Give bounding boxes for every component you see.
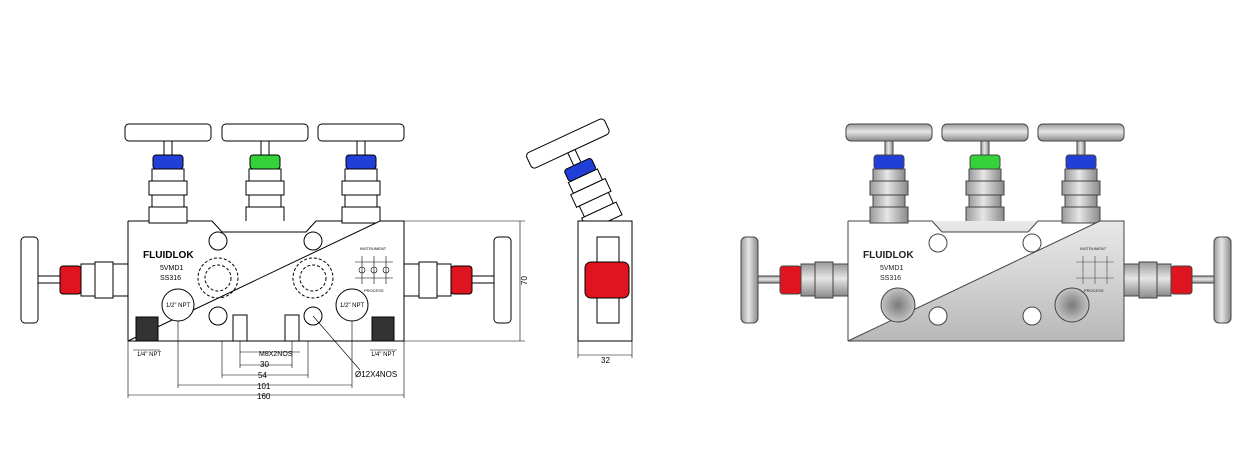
render-port-left — [880, 287, 916, 323]
dim-thread-right: 1/4" NPT — [371, 352, 395, 358]
material-label-front: SS316 — [160, 275, 181, 282]
side-valve-right — [403, 236, 512, 324]
brand-label-render: FLUIDLOK — [863, 250, 914, 261]
port-label-left: 1/2" NPT — [166, 303, 190, 309]
render-schematic-top: INSTRUMENT — [1080, 246, 1107, 251]
dimension-lines — [127, 220, 633, 398]
isolate-cap-center — [249, 154, 281, 170]
dim-160: 160 — [257, 392, 271, 401]
handle-left — [124, 123, 212, 142]
flow-schematic — [355, 256, 393, 284]
render-isolate-cap — [969, 154, 1001, 170]
model-label-front: 5VMD1 — [160, 265, 183, 272]
bonnet-center — [245, 168, 285, 224]
dimension-text: 1/4" NPT 1/4" NPT M8X2NOS 30 54 101 160 … — [137, 276, 610, 401]
bonnet-right — [341, 168, 381, 224]
front-view-text: FLUIDLOK 5VMD1 SS316 1/2" NPT 1/2" NPT I… — [143, 246, 387, 309]
dim-32: 32 — [601, 356, 610, 365]
render-port-right — [1054, 287, 1090, 323]
brand-label-front: FLUIDLOK — [143, 250, 194, 261]
render-vent-cap-left — [873, 154, 905, 170]
side-valve-left — [20, 236, 129, 324]
render-handle-center — [941, 123, 1029, 142]
render-handle-right — [1037, 123, 1125, 142]
dim-54: 54 — [258, 371, 267, 380]
schematic-top-label: INSTRUMENT — [360, 246, 387, 251]
side-view-drawing — [526, 118, 633, 342]
material-label-render: SS316 — [880, 275, 901, 282]
render-handle-left — [845, 123, 933, 142]
vent-cap-right — [345, 154, 377, 170]
rendered-view — [740, 123, 1232, 342]
handle-center — [221, 123, 309, 142]
schematic-bottom-label: PROCESS — [364, 288, 384, 293]
render-vent-cap-right — [1065, 154, 1097, 170]
dim-101: 101 — [257, 382, 271, 391]
bonnet-left — [148, 168, 188, 224]
port-label-right: 1/2" NPT — [340, 303, 364, 309]
render-flow-schematic — [1076, 256, 1114, 284]
rendered-view-text: FLUIDLOK 5VMD1 SS316 INSTRUMENT PROCESS — [863, 246, 1107, 293]
front-view-drawing — [20, 123, 512, 342]
render-schematic-bottom: PROCESS — [1084, 288, 1104, 293]
dim-mount-holes: Ø12X4NOS — [355, 370, 397, 379]
dim-mount-thread: M8X2NOS — [259, 351, 293, 358]
handle-right — [317, 123, 405, 142]
render-side-valve-left — [740, 236, 849, 324]
model-label-render: 5VMD1 — [880, 265, 903, 272]
render-body — [847, 220, 1125, 342]
dim-thread-left: 1/4" NPT — [137, 352, 161, 358]
render-side-valve-right — [1123, 236, 1232, 324]
dim-70: 70 — [520, 276, 529, 285]
dim-30: 30 — [260, 360, 269, 369]
vent-cap-left — [152, 154, 184, 170]
